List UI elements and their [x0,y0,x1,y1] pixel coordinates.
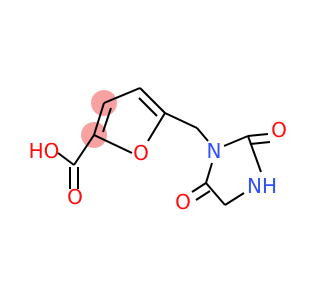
bond-c2u-n3 [247,135,262,173]
atom-label-imide-nitrogen: N [207,139,222,163]
bond-c4-c5u [205,182,226,206]
bond-c5u-o-a [191,182,207,193]
bond-c5-ch2 [164,112,198,129]
bond-c4-c5-inner [138,97,158,117]
atom-label-amine-nitrogen: NH [247,174,277,198]
bond-c5u-o-b [195,190,211,201]
chemical-structure-diagram: HO O O N O NH O [29,87,287,214]
bond-c2-c3 [93,102,105,136]
atom-label-acid-carbonyl-oxygen: O [67,185,83,209]
bond-n3-c4 [224,192,245,206]
bond-c2-cacid [73,134,95,166]
bond-c2-c3-inner [102,107,112,133]
bond-c5-o1 [147,112,166,142]
bond-cacid-oh [57,152,75,166]
bond-ch2-n1 [196,127,209,142]
bond-c3-c4 [103,87,141,104]
bond-o1-c2 [93,134,133,154]
atom-label-urea-carbonyl-oxygen: O [271,118,287,142]
atom-label-hydroxyl: HO [29,139,60,163]
atom-label-furan-oxygen: O [133,141,149,165]
bond-c2u-o-a [247,133,269,137]
bond-c2u-o-b [249,141,271,145]
bond-n1-c2u [223,135,249,147]
bond-c4-c5 [139,87,166,114]
bond-c5u-n1 [205,162,213,184]
atom-label-ring-carbonyl-oxygen: O [175,190,191,214]
